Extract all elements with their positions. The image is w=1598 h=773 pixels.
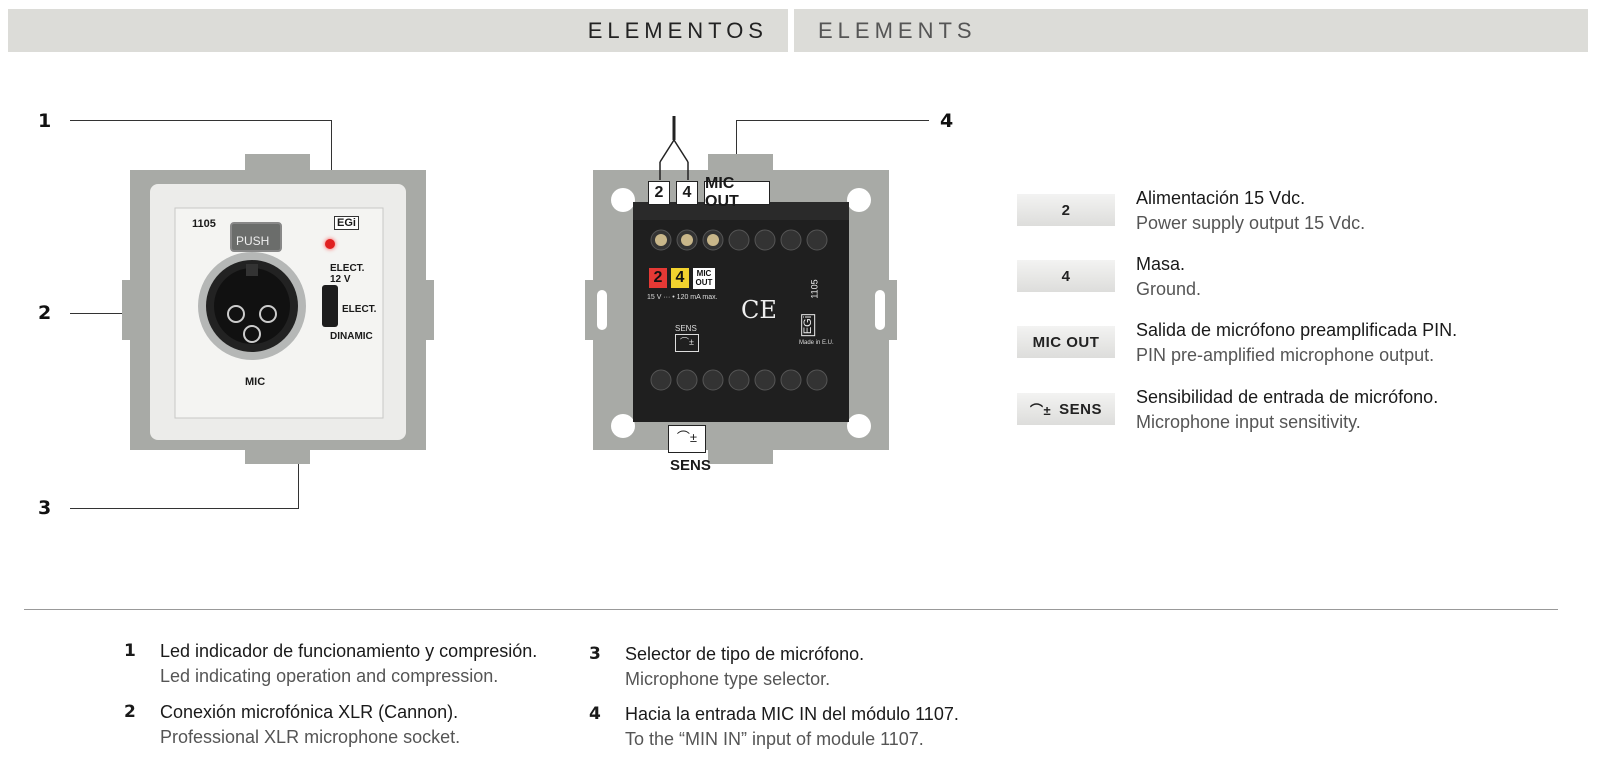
front-model-number: 1105 [192,218,216,230]
callout-1: 1 [38,110,52,132]
leader-4-v [736,120,737,184]
reference-desc-en: Microphone input sensitivity. [1136,412,1361,432]
reference-key: MIC OUT [1017,326,1115,358]
reference-desc-es: Sensibilidad de entrada de micrófono. [1136,387,1439,407]
mic-label: MIC [245,376,266,388]
terminal-label-2: 2 [648,181,670,205]
back-model-number: 1105 [809,279,820,299]
made-in-label: Made in E.U. [799,340,834,346]
selector-label-dinamic: DINAMIC [330,331,373,342]
reference-desc-en: Ground. [1136,279,1202,299]
legend-text-en: Professional XLR microphone socket. [160,727,461,747]
sticker-2: 2 [649,268,667,288]
legend-number: 3 [589,644,601,664]
selector-label-elect-12v: ELECT.12 V [330,263,365,285]
legend-text-es: Led indicador de funcionamiento y compre… [160,641,538,661]
back-frame-graphic [585,154,897,464]
sens-label-small: SENS [675,324,697,333]
reference-desc-en: Power supply output 15 Vdc. [1136,213,1366,233]
section-divider [24,609,1558,610]
leader-3-h [70,508,299,509]
back-brand-logo: EGi [801,313,816,337]
front-brand-logo: EGi [334,216,359,230]
leader-1-h [70,120,332,121]
callout-4: 4 [940,110,954,132]
reference-desc-es: Salida de micrófono preamplificada PIN. [1136,320,1458,340]
terminal-label-4: 4 [676,181,698,205]
push-label: PUSH [236,234,270,248]
reference-key: 4 [1017,260,1115,292]
section-header: ELEMENTOS ELEMENTS [8,9,1588,52]
legend-number: 1 [124,641,136,661]
reference-key-label: SENS [1059,400,1102,418]
reference-desc-en: PIN pre-amplified microphone output. [1136,345,1435,365]
callout-3: 3 [38,497,52,519]
xlr-socket [198,252,306,360]
push-tab [230,222,282,252]
mic-type-selector-switch[interactable] [322,285,338,327]
reference-desc-es: Masa. [1136,254,1186,274]
legend-text-es: Hacia la entrada MIC IN del módulo 1107. [625,704,959,724]
reference-key: 2 [1017,194,1115,226]
status-led [325,239,335,249]
reference-key-sens: ⌒± SENS [1017,393,1115,425]
terminal-label-mic-out: MIC OUT [704,175,770,210]
header-title-en: ELEMENTS [818,18,977,43]
front-module: 1105 PUSH EGi MIC ELECT.12 V ELECT. DINA… [120,150,436,468]
wire-graphic [659,116,689,180]
legend-text-en: Microphone type selector. [625,669,831,689]
header-title-es: ELEMENTOS [587,18,768,43]
callout-2: 2 [38,302,52,324]
leader-4-h [736,120,929,121]
legend-text-es: Selector de tipo de micrófono. [625,644,865,664]
sens-bottom-label: SENS [670,457,711,474]
reference-desc-es: Alimentación 15 Vdc. [1136,188,1306,208]
selector-label-elect: ELECT. [342,304,377,315]
sens-trimmer[interactable]: ⌒± [675,334,699,352]
rating-label: 15 V ··· • 120 mA max. [647,294,718,301]
legend-number: 4 [589,704,601,724]
header-divider [788,9,794,52]
legend-text-en: Led indicating operation and compression… [160,666,499,686]
ce-mark: CE [741,296,777,324]
sens-icon-box: ⌒± [668,425,706,453]
legend-text-es: Conexión microfónica XLR (Cannon). [160,702,459,722]
legend-number: 2 [124,702,136,722]
sens-icon: ⌒± [1030,402,1052,418]
sticker-4: 4 [671,268,689,288]
legend-text-en: To the “MIN IN” input of module 1107. [625,729,924,749]
